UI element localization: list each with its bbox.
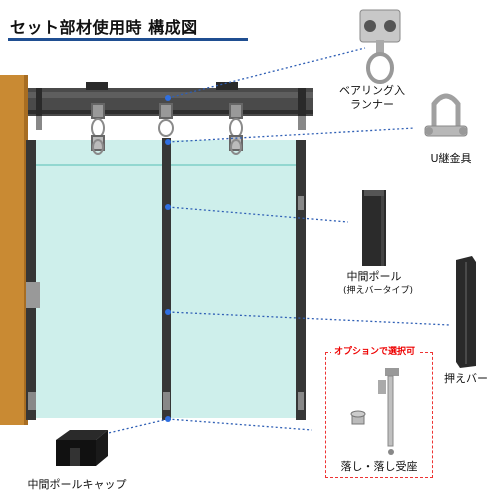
- option-label: オプションで選択可: [331, 344, 419, 357]
- right-latch-bottom: [298, 392, 304, 410]
- runner-right: [229, 103, 243, 155]
- runner-left: [91, 103, 105, 155]
- label-middle-pole-note: (押えバータイプ): [342, 286, 414, 296]
- right-pole: [296, 140, 306, 420]
- glass-panel-right: [170, 140, 304, 418]
- press-bar-icon: [456, 256, 476, 368]
- title-underline: [8, 38, 248, 41]
- glass-panel-left: [34, 140, 164, 418]
- label-drop-bolt: 落し・落し受座: [340, 460, 418, 473]
- pole-profile-icon: [362, 190, 386, 266]
- left-lock: [28, 392, 36, 410]
- right-latch-top: [298, 196, 304, 210]
- drop-bolt-icon: [350, 368, 399, 455]
- label-press-bar: 押えバー: [444, 372, 488, 385]
- leader-dots: [165, 95, 171, 422]
- wooden-wall: [0, 75, 26, 425]
- leader-lines: [99, 47, 451, 436]
- middle-drop-bolt: [163, 392, 170, 410]
- label-u-shackle: U継金具: [430, 152, 472, 165]
- page-title: セット部材使用時 構成図: [10, 18, 198, 37]
- bearing-runner-icon: [359, 9, 401, 84]
- middle-pole: [162, 138, 171, 420]
- runner-middle: [158, 103, 174, 137]
- pole-cap-icon: [56, 430, 108, 466]
- label-pole-cap: 中間ポールキャップ: [27, 478, 127, 491]
- label-middle-pole: 中間ポール: [346, 270, 402, 283]
- left-handle: [26, 282, 40, 308]
- label-bearing-runner: ベアリング入 ランナー: [339, 84, 405, 111]
- u-shackle-icon: [424, 93, 468, 137]
- left-pole: [26, 140, 36, 420]
- runner-end: [36, 116, 306, 130]
